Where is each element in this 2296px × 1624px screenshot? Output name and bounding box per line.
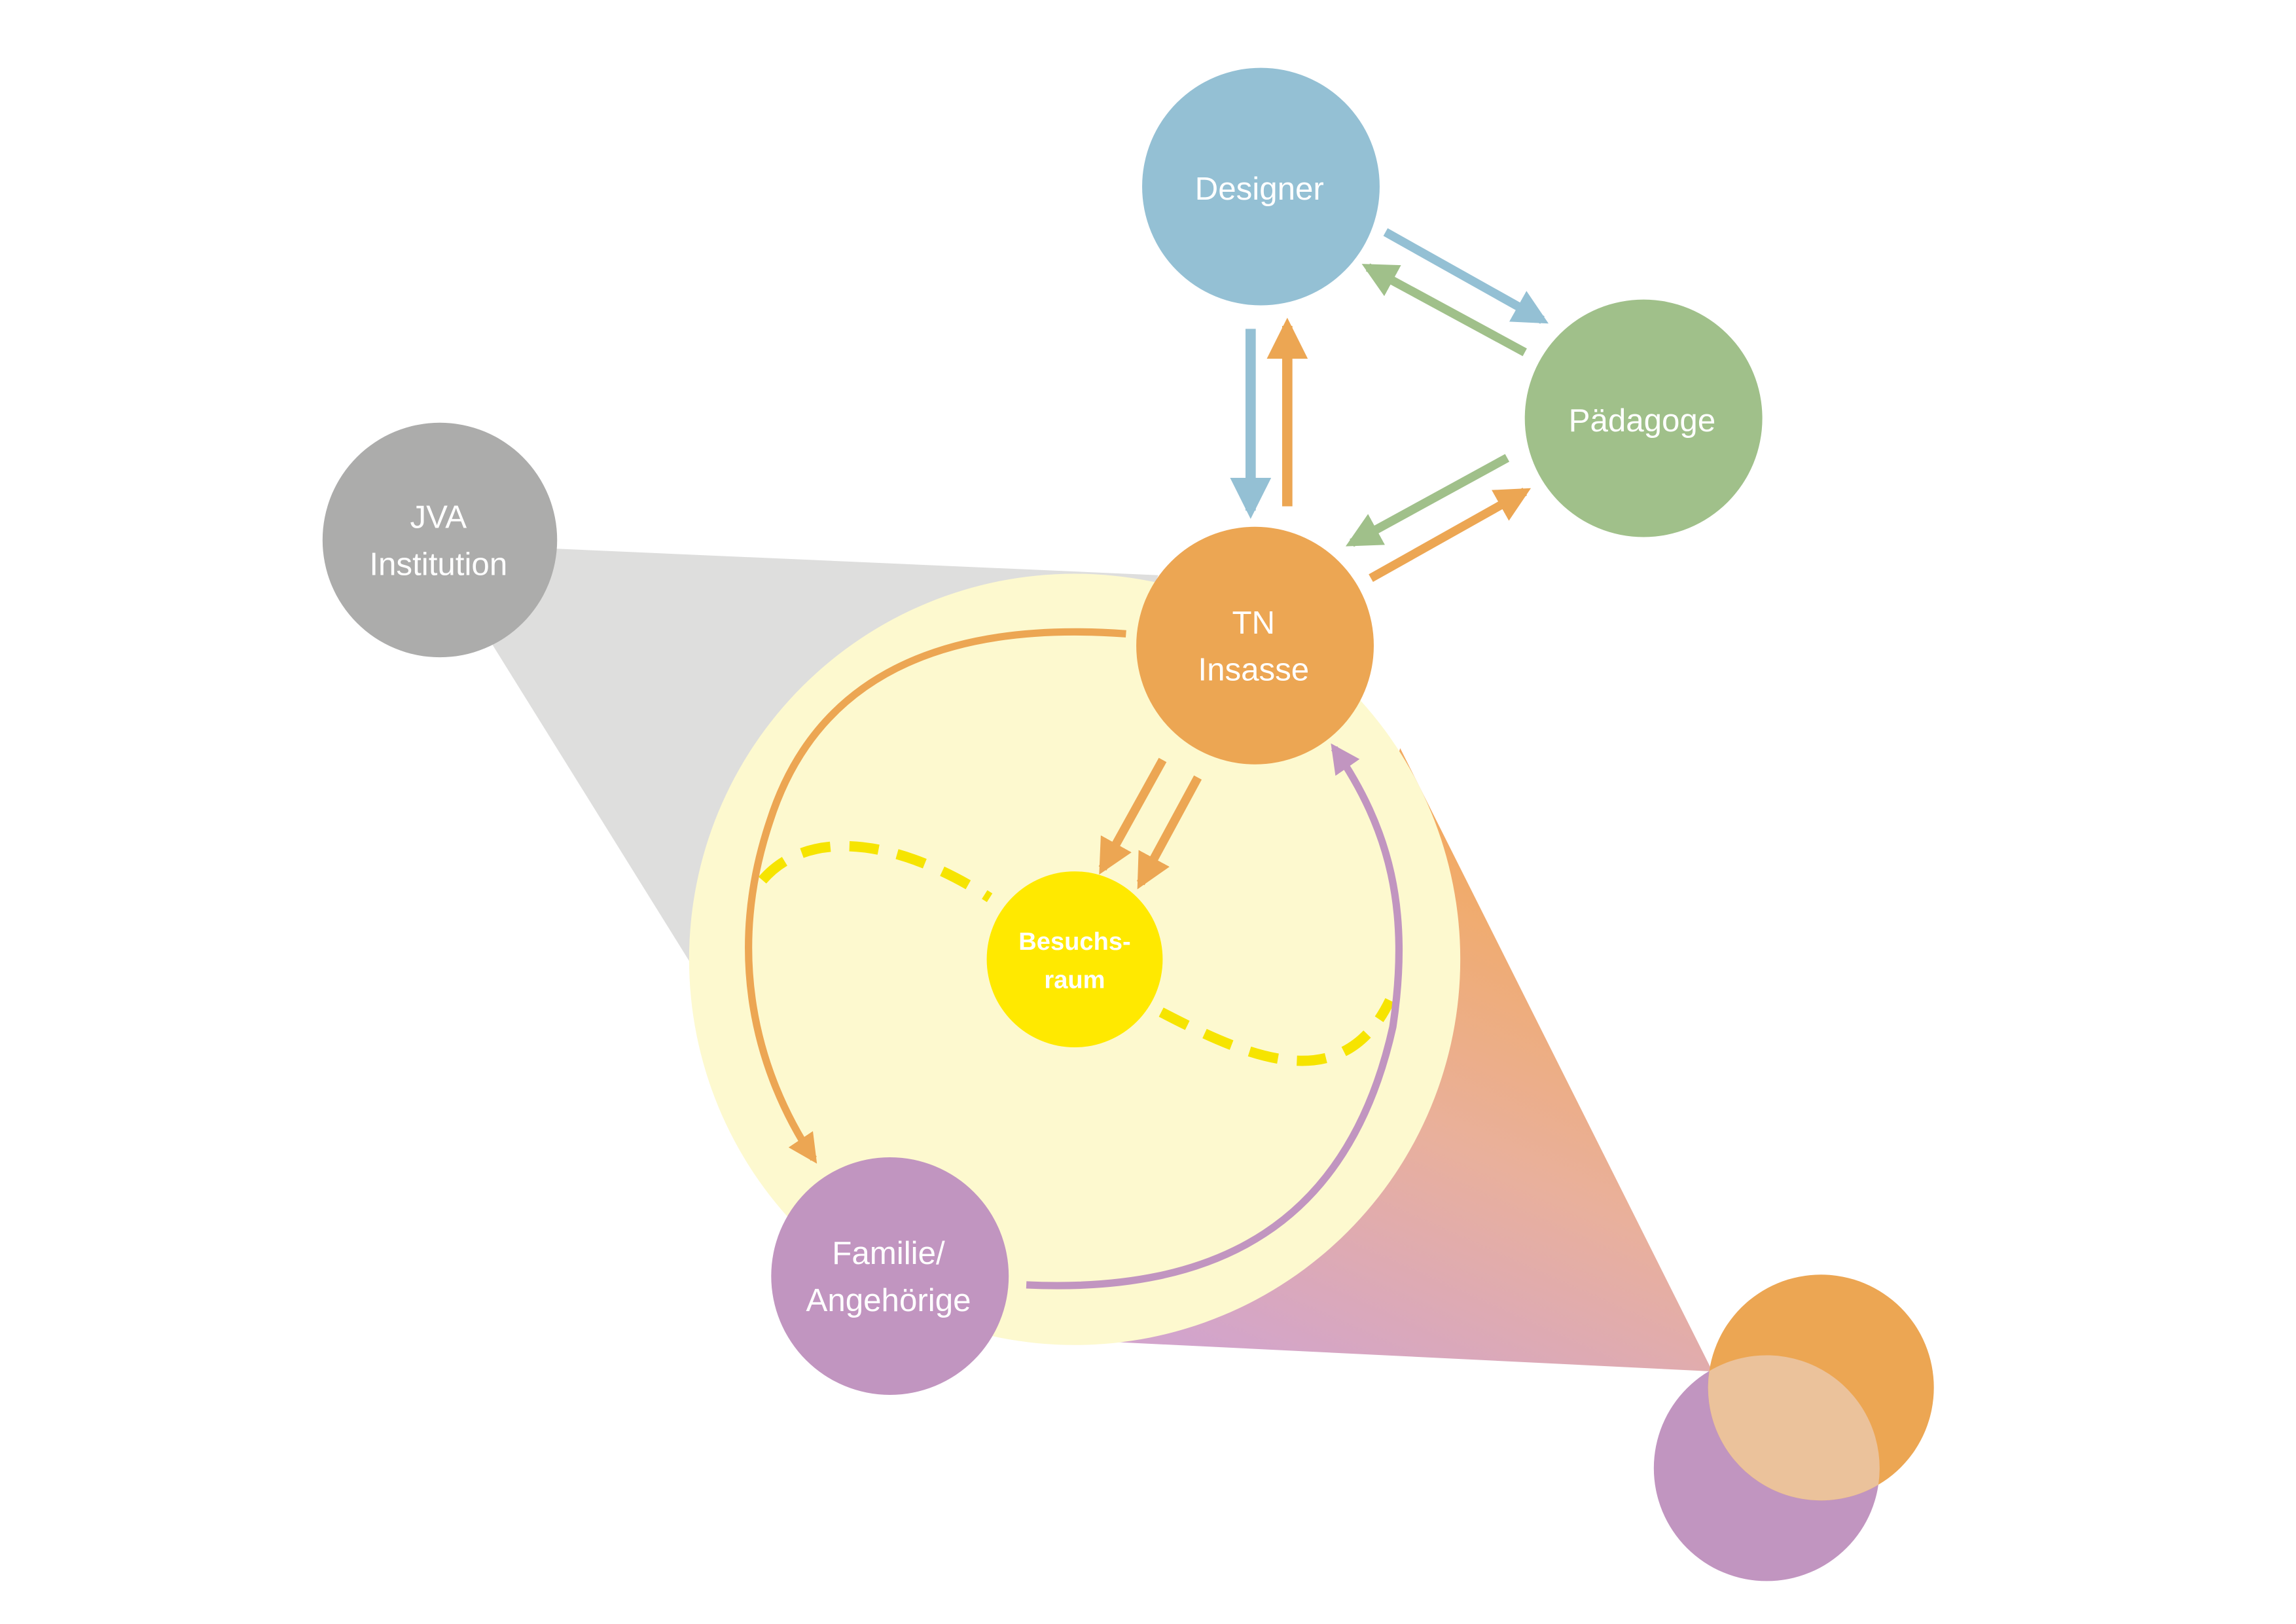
node-paedagoge: Pädagoge (1524, 299, 1763, 537)
paedagoge-circle (1524, 299, 1763, 537)
designer-label: Designer (1195, 171, 1324, 207)
familie-circle (771, 1157, 1009, 1395)
arrow-designer-to-paedagoge (1383, 228, 1549, 324)
familie-label-line1: Familie/ (832, 1235, 945, 1271)
arrow-paedagoge-to-designer (1361, 263, 1527, 357)
arrow-tn-to-besuchsraum-2 (1136, 775, 1202, 890)
tn-label-line2: Insasse (1198, 652, 1309, 688)
jva-circle (322, 422, 558, 658)
arc-arrow-tn-to-familie (745, 628, 1126, 1164)
node-designer: Designer (1142, 67, 1380, 306)
paedagoge-label: Pädagoge (1569, 403, 1716, 439)
overlap-intersection (1708, 1355, 1880, 1501)
arrow-tn-to-paedagoge (1369, 488, 1532, 583)
jva-label-line1: JVA (410, 499, 467, 535)
tn-label-line1: TN (1232, 605, 1275, 641)
node-besuchsraum: Besuchs- raum (986, 871, 1163, 1048)
familie-label-line2: Angehörige (806, 1282, 971, 1318)
node-familie: Familie/ Angehörige (771, 1157, 1009, 1395)
arrow-tn-to-besuchsraum-1 (1098, 757, 1167, 875)
node-jva: JVA Institution (322, 422, 558, 658)
jva-label-line2: Institution (369, 546, 507, 582)
besuchsraum-label-line2: raum (1044, 966, 1105, 994)
tn-circle (1136, 526, 1374, 765)
besuchsraum-circle (986, 871, 1163, 1048)
designer-circle (1142, 67, 1380, 306)
overlap-symbol (1653, 1274, 1934, 1581)
arrow-paedagoge-to-tn (1345, 454, 1510, 547)
dashed-wave (758, 840, 1395, 1066)
arc-arrow-familie-to-tn (1026, 743, 1403, 1290)
node-tn: TN Insasse (1136, 526, 1374, 765)
besuchsraum-label-line1: Besuchs- (1018, 928, 1130, 956)
